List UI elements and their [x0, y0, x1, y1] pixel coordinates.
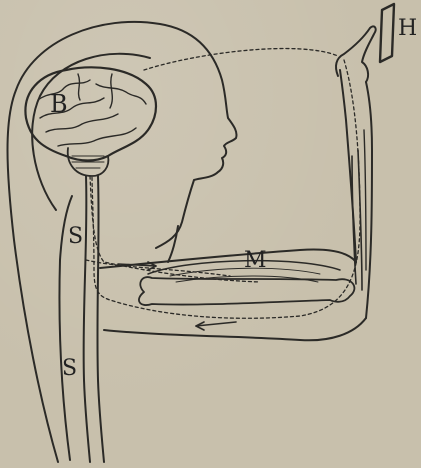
- label-spinal-cord-lower: S: [62, 358, 77, 380]
- body-outline: [8, 22, 237, 462]
- label-hot-object: H: [398, 18, 417, 40]
- brain: [25, 67, 156, 160]
- hand: [336, 26, 376, 82]
- spinal-cord: [84, 176, 90, 462]
- brain-to-hand-path: [144, 49, 338, 70]
- label-spinal-cord-upper: S: [68, 226, 83, 248]
- label-muscle: M: [244, 250, 267, 272]
- nerve-arrows: [118, 262, 236, 330]
- forearm-outline-right: [366, 82, 372, 318]
- humerus-bone: [139, 277, 354, 305]
- skull-outline: [32, 54, 150, 210]
- label-brain: B: [50, 92, 68, 116]
- hot-object: [380, 4, 394, 62]
- neck-front: [168, 226, 178, 262]
